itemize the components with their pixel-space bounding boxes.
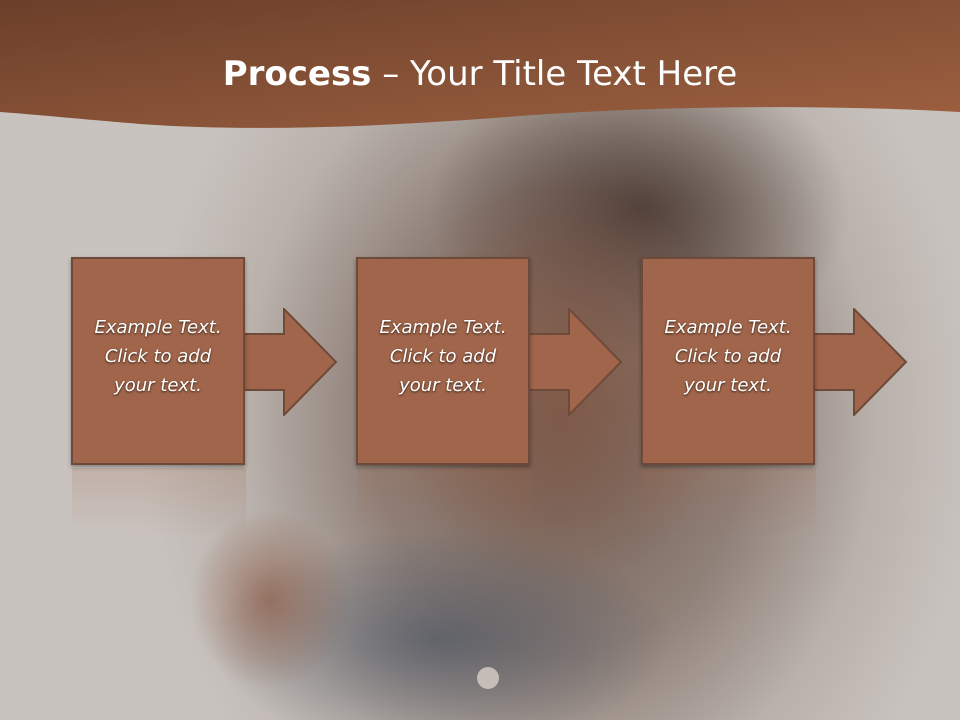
step-2-arrow-icon: [521, 308, 623, 416]
title-bold: Process: [222, 54, 372, 94]
step-1-arrow-icon: [236, 308, 338, 416]
title-rest: – Your Title Text Here: [371, 54, 738, 94]
header-band: [0, 0, 960, 128]
step-3-arrow-icon: [806, 308, 908, 416]
step-2-reflection: [357, 468, 531, 538]
page-title[interactable]: Process – Your Title Text Here: [0, 52, 960, 96]
step-1-reflection: [72, 468, 246, 538]
step-3-reflection: [642, 468, 816, 538]
